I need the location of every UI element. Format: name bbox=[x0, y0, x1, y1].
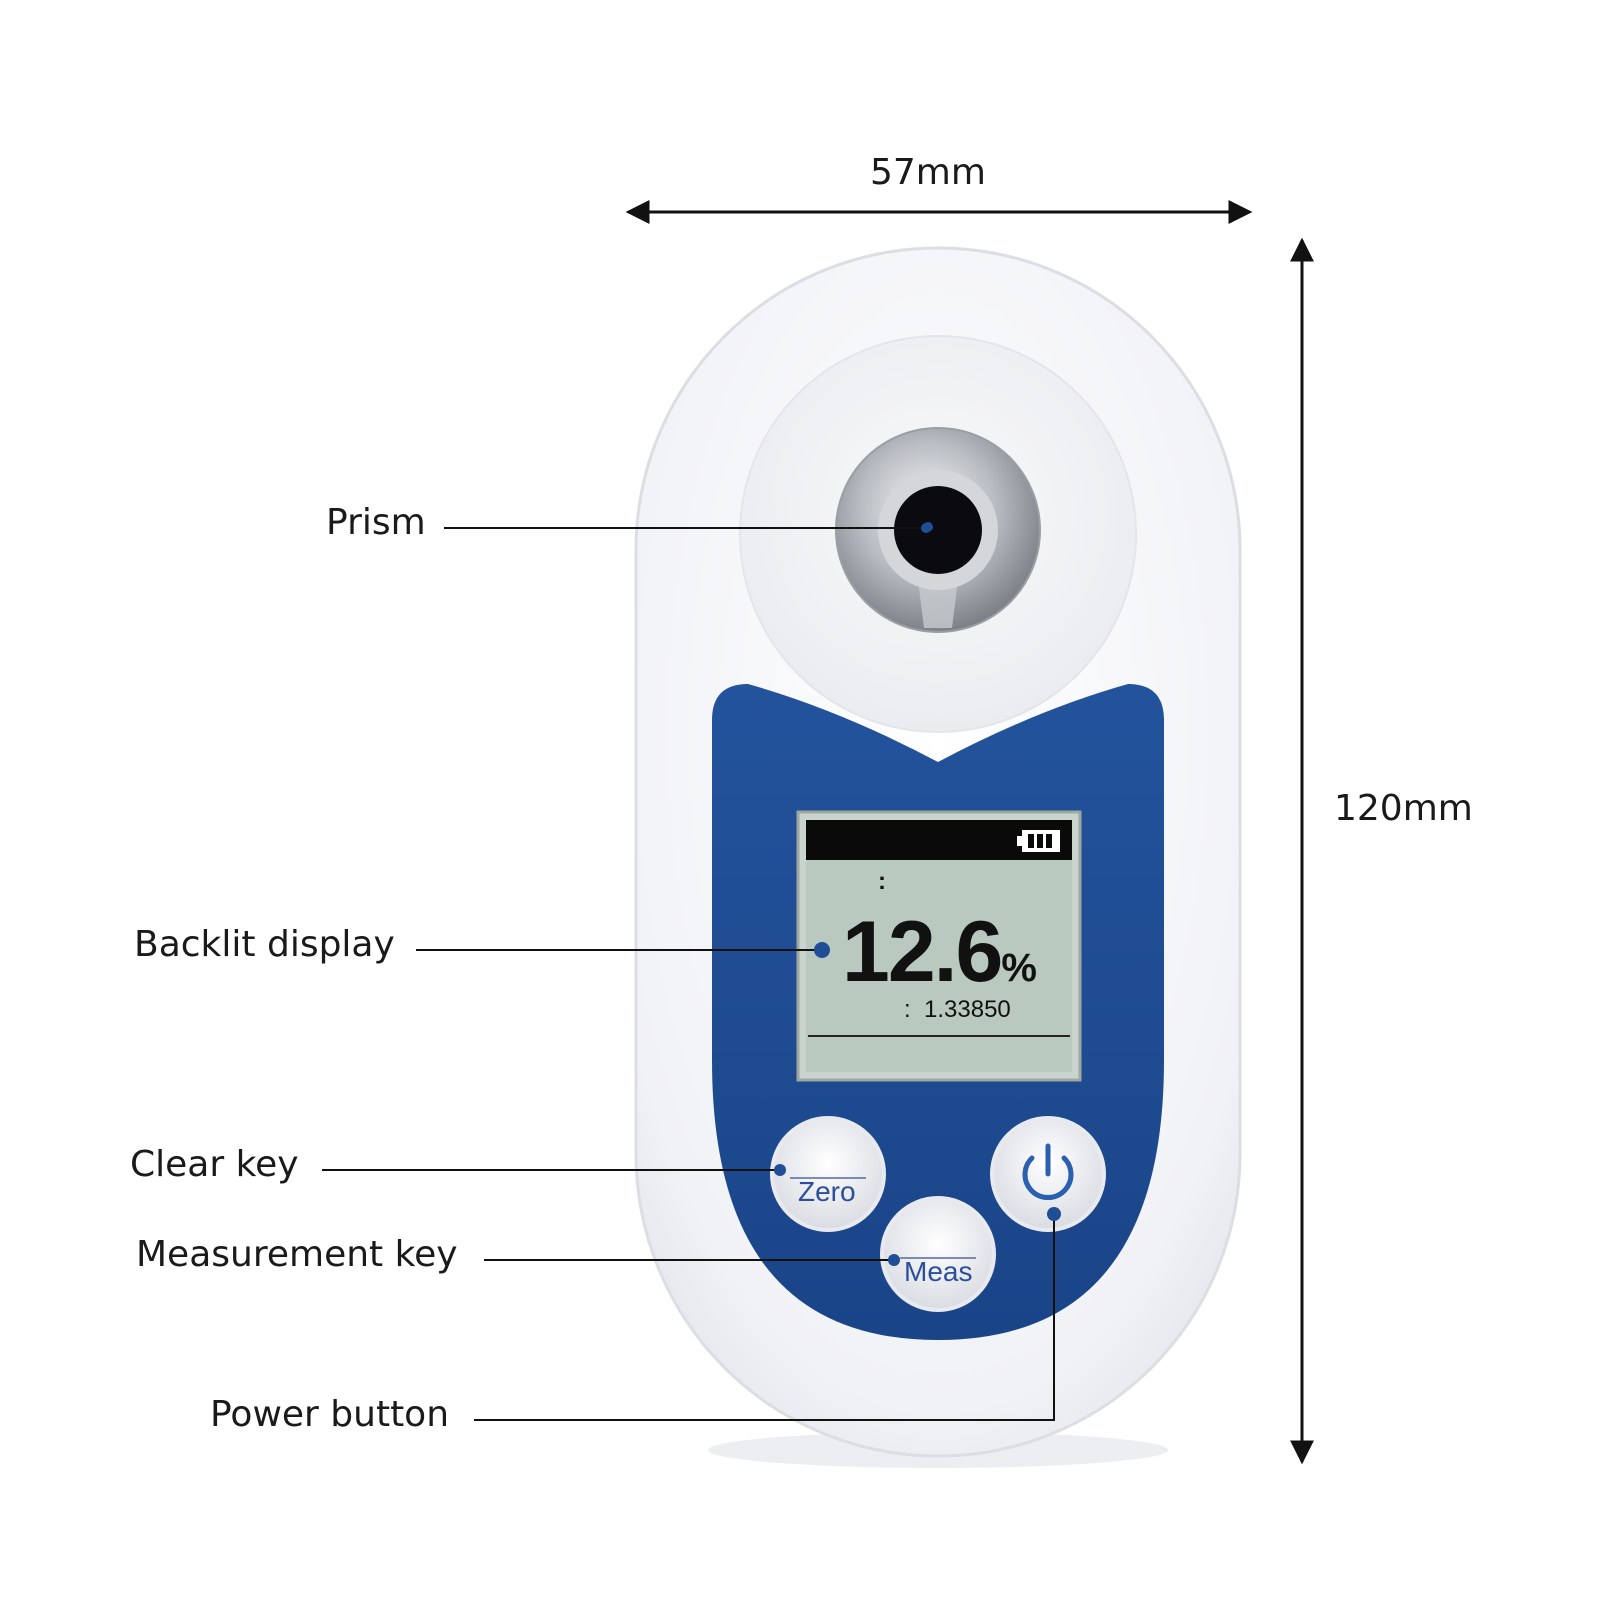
lcd-reading-unit: % bbox=[1001, 946, 1037, 990]
power-callout: Power button bbox=[210, 1394, 450, 1435]
meas-key[interactable]: Meas bbox=[904, 1256, 973, 1287]
zero-key-shape bbox=[770, 1116, 886, 1232]
power-button[interactable] bbox=[992, 1118, 1104, 1230]
display-callout: Backlit display bbox=[134, 924, 395, 965]
width-label: 57mm bbox=[870, 152, 986, 193]
battery-icon bbox=[1017, 830, 1060, 852]
lcd-reading-value: 12.6 bbox=[842, 904, 1003, 1000]
height-label: 120mm bbox=[1334, 788, 1473, 829]
zero-key[interactable]: Zero bbox=[798, 1176, 856, 1207]
power-icon bbox=[1022, 1143, 1074, 1201]
lcd-screen bbox=[806, 820, 1072, 1072]
lcd-reading: 12.6% bbox=[842, 904, 1037, 1016]
power-leader bbox=[474, 1214, 1055, 1421]
measure-callout: Measurement key bbox=[136, 1234, 458, 1275]
prism-lens bbox=[894, 486, 982, 574]
meas-key-shape bbox=[880, 1196, 996, 1312]
prism-callout: Prism bbox=[326, 502, 426, 543]
lcd-top-line: : bbox=[878, 868, 886, 895]
lcd-ri-line: : 1.33850 bbox=[904, 996, 1011, 1023]
clear-callout: Clear key bbox=[130, 1144, 299, 1185]
